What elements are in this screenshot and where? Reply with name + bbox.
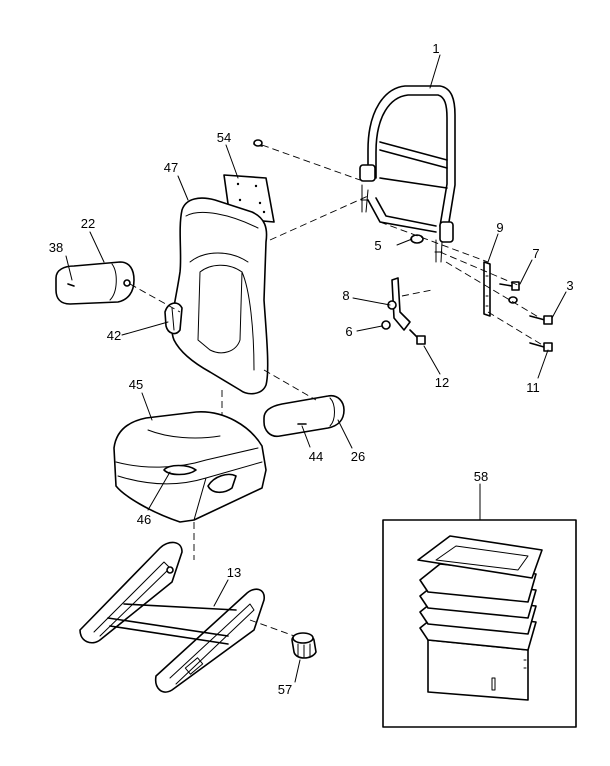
- callout-47: 47: [164, 160, 178, 175]
- seat-frame-part: [79, 541, 265, 693]
- callout-6: 6: [345, 324, 352, 339]
- callout-12: 12: [435, 375, 449, 390]
- callout-11: 11: [526, 380, 540, 395]
- callout-9: 9: [496, 220, 503, 235]
- callout-46: 46: [137, 512, 151, 527]
- callout-54: 54: [217, 130, 231, 145]
- callout-38: 38: [49, 240, 63, 255]
- bushing-part-5: [410, 234, 424, 244]
- seat-cushion-part: [113, 411, 267, 523]
- seat-belt-frame-part: [359, 85, 456, 263]
- bolt-part-11: [529, 342, 553, 352]
- knob-part: [291, 632, 317, 659]
- callout-45: 45: [129, 377, 143, 392]
- callout-8: 8: [342, 288, 349, 303]
- bellows-boot-part: [417, 535, 543, 701]
- bolt-part-12: [409, 329, 426, 345]
- callout-26: 26: [351, 449, 365, 464]
- backrest-part: [164, 197, 269, 395]
- callout-42: 42: [107, 328, 121, 343]
- callout-3: 3: [566, 278, 573, 293]
- callout-5: 5: [374, 238, 381, 253]
- bolt-part-3: [508, 296, 553, 325]
- callout-58: 58: [474, 469, 488, 484]
- nut-part-6: [381, 320, 391, 330]
- callout-13: 13: [227, 565, 241, 580]
- left-armrest-part: [55, 261, 135, 305]
- bracket-part-8: [387, 277, 411, 331]
- callout-57: 57: [278, 682, 292, 697]
- bolt-part-7: [499, 281, 520, 291]
- callout-44: 44: [309, 449, 323, 464]
- leader-lines: [65, 54, 567, 683]
- callout-1: 1: [432, 41, 439, 56]
- right-armrest-part: [263, 394, 345, 438]
- callout-labels: 1 5 9 7 3 8 6 12 11 54 47 22 38 42 45 44…: [49, 41, 574, 697]
- callout-22: 22: [81, 216, 95, 231]
- mounting-plate-part: [483, 261, 491, 317]
- callout-7: 7: [532, 246, 539, 261]
